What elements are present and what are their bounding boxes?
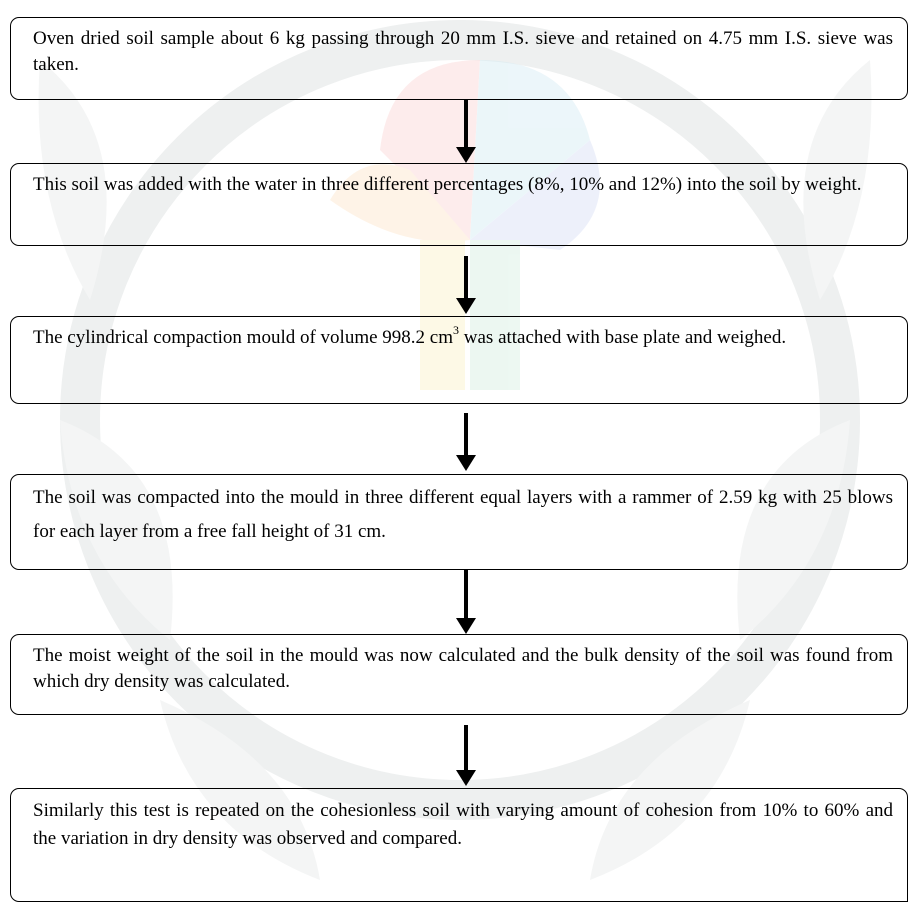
- flow-step-2: This soil was added with the water in th…: [10, 163, 908, 246]
- arrow-down-1: [456, 100, 476, 163]
- flow-step-3-text-before: The cylindrical compaction mould of volu…: [33, 327, 454, 348]
- flow-step-4-text: The soil was compacted into the mould in…: [33, 487, 893, 542]
- flow-step-5: The moist weight of the soil in the moul…: [10, 634, 908, 715]
- arrow-down-5: [456, 725, 476, 786]
- flow-step-3-superscript: 3: [453, 322, 460, 337]
- flow-step-4: The soil was compacted into the mould in…: [10, 474, 908, 570]
- flow-step-6-text: Similarly this test is repeated on the c…: [33, 800, 893, 849]
- arrow-down-2: [456, 256, 476, 314]
- flow-step-5-text: The moist weight of the soil in the moul…: [33, 645, 893, 692]
- flow-step-1: Oven dried soil sample about 6 kg passin…: [10, 17, 908, 100]
- arrow-down-3: [456, 413, 476, 471]
- flow-step-6: Similarly this test is repeated on the c…: [10, 788, 908, 902]
- arrow-down-4: [456, 570, 476, 634]
- flow-step-2-text: This soil was added with the water in th…: [33, 174, 862, 195]
- flow-step-3-text-after: was attached with base plate and weighed…: [459, 327, 787, 348]
- flow-step-3: The cylindrical compaction mould of volu…: [10, 316, 908, 404]
- flow-step-1-text: Oven dried soil sample about 6 kg passin…: [33, 28, 893, 75]
